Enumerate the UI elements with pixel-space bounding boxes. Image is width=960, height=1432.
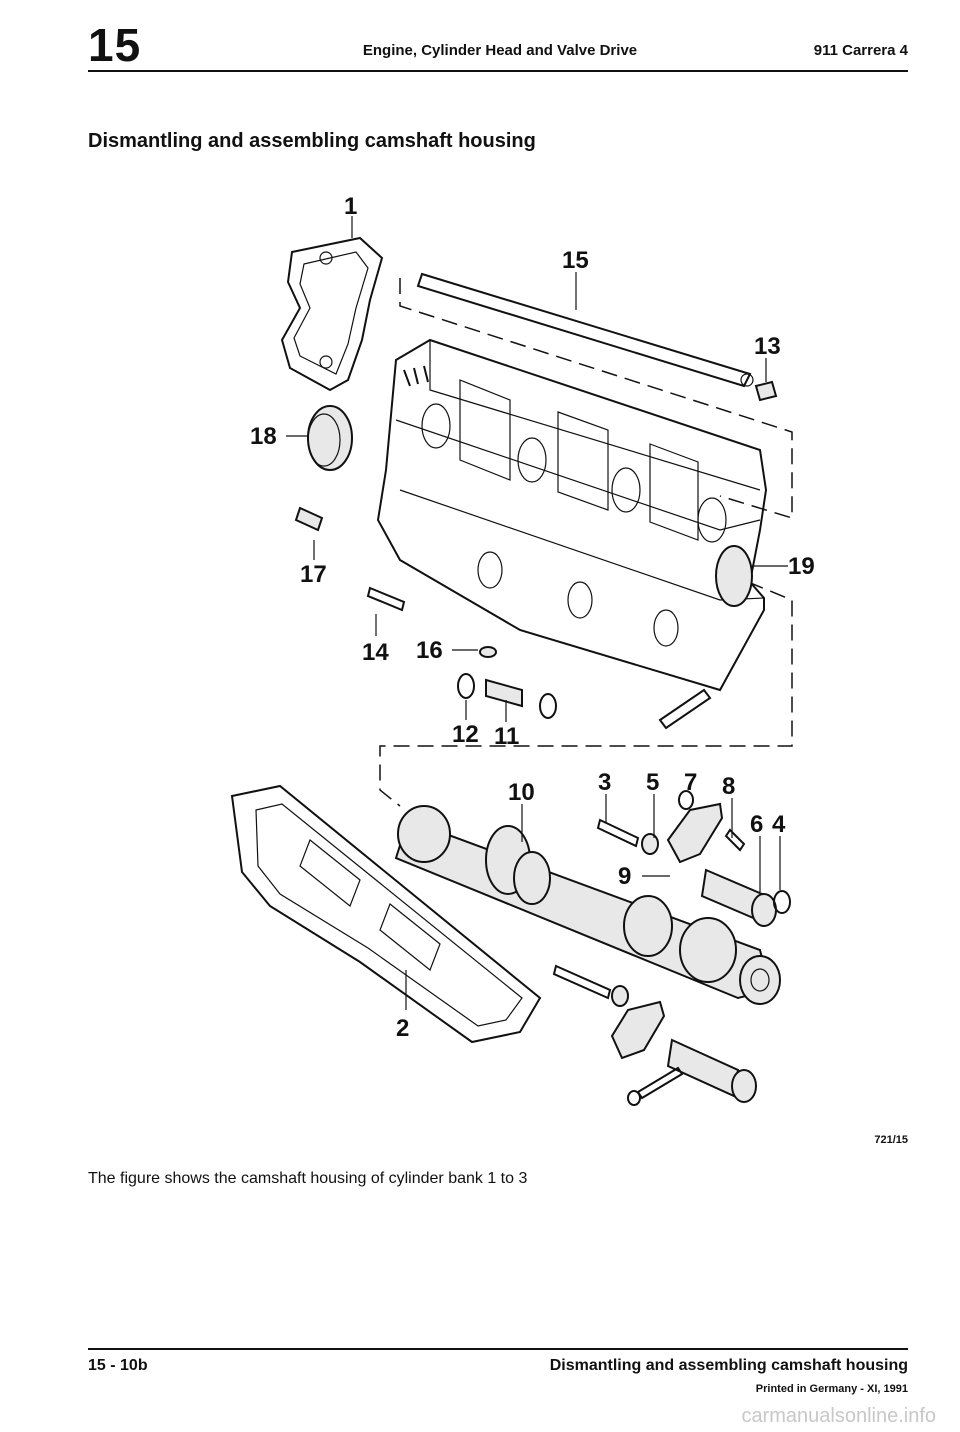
callout-6: 6: [750, 811, 763, 838]
callout-4: 4: [772, 811, 786, 838]
callout-17: 17: [300, 561, 327, 588]
camshaft-illustration: [394, 805, 781, 1005]
callout-10: 10: [508, 779, 535, 806]
shaft-illustration: [416, 272, 754, 388]
footer-rule: [88, 1348, 908, 1350]
pin-and-rings-illustration: [457, 673, 557, 719]
footer-title: Dismantling and assembling camshaft hous…: [549, 1357, 908, 1374]
callout-9: 9: [618, 863, 631, 890]
header-title: Engine, Cylinder Head and Valve Drive: [362, 42, 638, 59]
plug-small-illustration: [294, 506, 324, 532]
callout-16: 16: [416, 637, 443, 664]
callout-7: 7: [684, 769, 697, 796]
callout-5: 5: [646, 769, 659, 796]
page-number: 15 - 10b: [88, 1357, 148, 1374]
leader-lines: [286, 216, 788, 1010]
gasket-bottom-illustration: [230, 784, 542, 1044]
callout-1: 1: [344, 193, 357, 220]
header-rule: [88, 70, 908, 72]
header-model: 911 Carrera 4: [813, 42, 908, 59]
watermark: carmanualsonline.info: [741, 1405, 936, 1427]
callout-15: 15: [562, 247, 589, 274]
callout-13: 13: [754, 333, 781, 360]
callout-2: 2: [396, 1015, 409, 1042]
page-title: Dismantling and assembling camshaft hous…: [88, 130, 536, 152]
cover-illustration: [307, 405, 353, 471]
plug-illustration: [754, 380, 778, 402]
callout-8: 8: [722, 773, 735, 800]
section-number: 15: [88, 19, 142, 71]
rocker-arm-upper-illustration: [596, 790, 791, 927]
housing-illustration: [376, 338, 768, 730]
callout-14: 14: [362, 639, 389, 666]
camshaft-housing-exploded-diagram: 1 15 13 18 17 19 14 16 12 11 10 3 5 7 8 …: [230, 193, 815, 1106]
figure-reference: 721/15: [874, 1134, 908, 1146]
callout-19: 19: [788, 553, 815, 580]
callout-11: 11: [494, 723, 519, 750]
seal-illustration: [479, 646, 497, 658]
rocker-arm-lower-illustration: [552, 964, 757, 1106]
bolt-illustration: [366, 586, 406, 612]
callout-12: 12: [452, 721, 479, 748]
callout-18: 18: [250, 423, 277, 450]
figure-caption: The figure shows the camshaft housing of…: [88, 1170, 528, 1187]
callout-3: 3: [598, 769, 611, 796]
gasket-top-illustration: [280, 236, 384, 392]
print-info: Printed in Germany - XI, 1991: [755, 1383, 908, 1395]
